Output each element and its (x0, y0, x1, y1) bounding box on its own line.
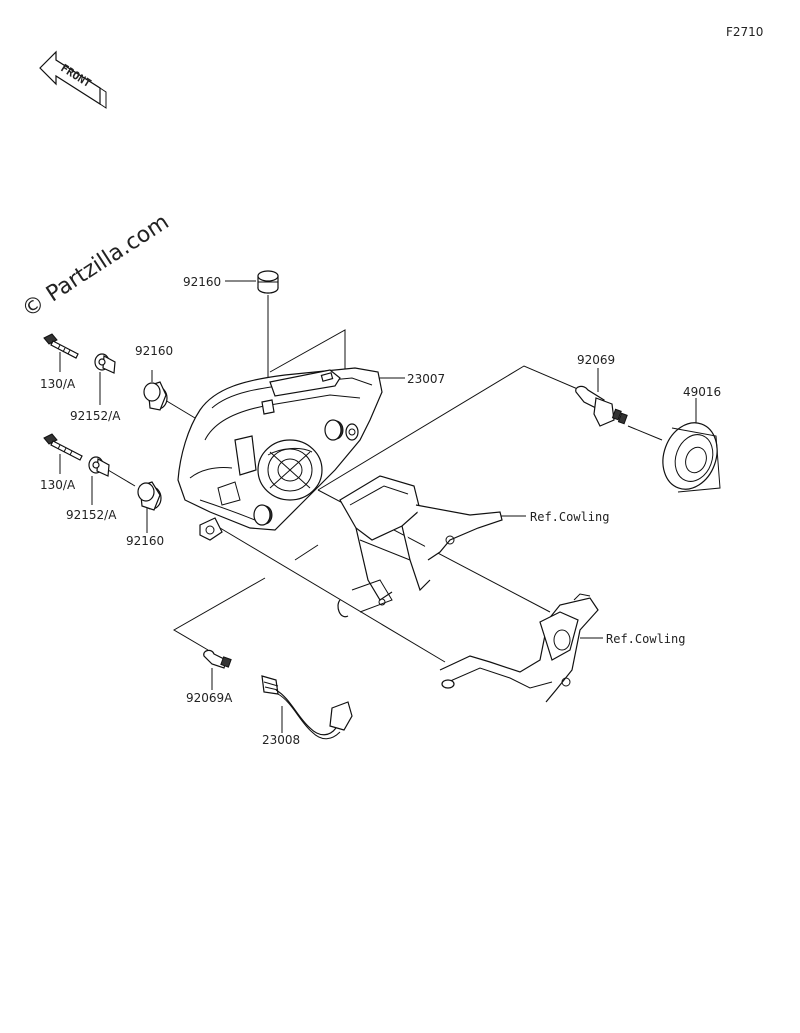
bracket-ref-cowling-upper (337, 475, 503, 618)
callout-92152a-upper: 92152/A (70, 409, 121, 423)
watermark: © Partzilla.com (18, 210, 174, 323)
grommet-92160-upper (143, 381, 168, 411)
front-arrow-icon: FRONT (39, 50, 107, 109)
callout-23008: 23008 (262, 733, 300, 747)
callout-49016: 49016 (683, 385, 721, 399)
callout-92069: 92069 (577, 353, 615, 367)
callout-130a-upper: 130/A (40, 377, 76, 391)
bracket-ref-cowling-lower (439, 593, 599, 703)
bolt-130a-upper (43, 333, 79, 359)
callout-ref-cowling-2: Ref.Cowling (606, 632, 685, 646)
callout-ref-cowling-1: Ref.Cowling (530, 510, 609, 524)
callout-92152a-lower: 92152/A (66, 508, 117, 522)
callout-130a-lower: 130/A (40, 478, 76, 492)
callout-92069a: 92069A (186, 691, 233, 705)
figure-code: F2710 (726, 25, 763, 39)
collar-92152a-lower (88, 456, 110, 477)
bulb-92069 (575, 385, 628, 427)
callout-92160-lower: 92160 (126, 534, 164, 548)
bulb-92069a (203, 649, 232, 669)
collar-92152a-upper (94, 353, 116, 374)
grommet-92160-lower (137, 481, 162, 511)
callout-92160-top: 92160 (183, 275, 221, 289)
socket-harness-23008 (261, 675, 353, 740)
cover-49016 (662, 422, 721, 493)
headlight-assembly-23007 (177, 367, 383, 541)
bolt-130a-lower (43, 433, 83, 461)
grommet-92160-top (257, 270, 279, 294)
callout-23007: 23007 (407, 372, 445, 386)
callout-92160-upper: 92160 (135, 344, 173, 358)
